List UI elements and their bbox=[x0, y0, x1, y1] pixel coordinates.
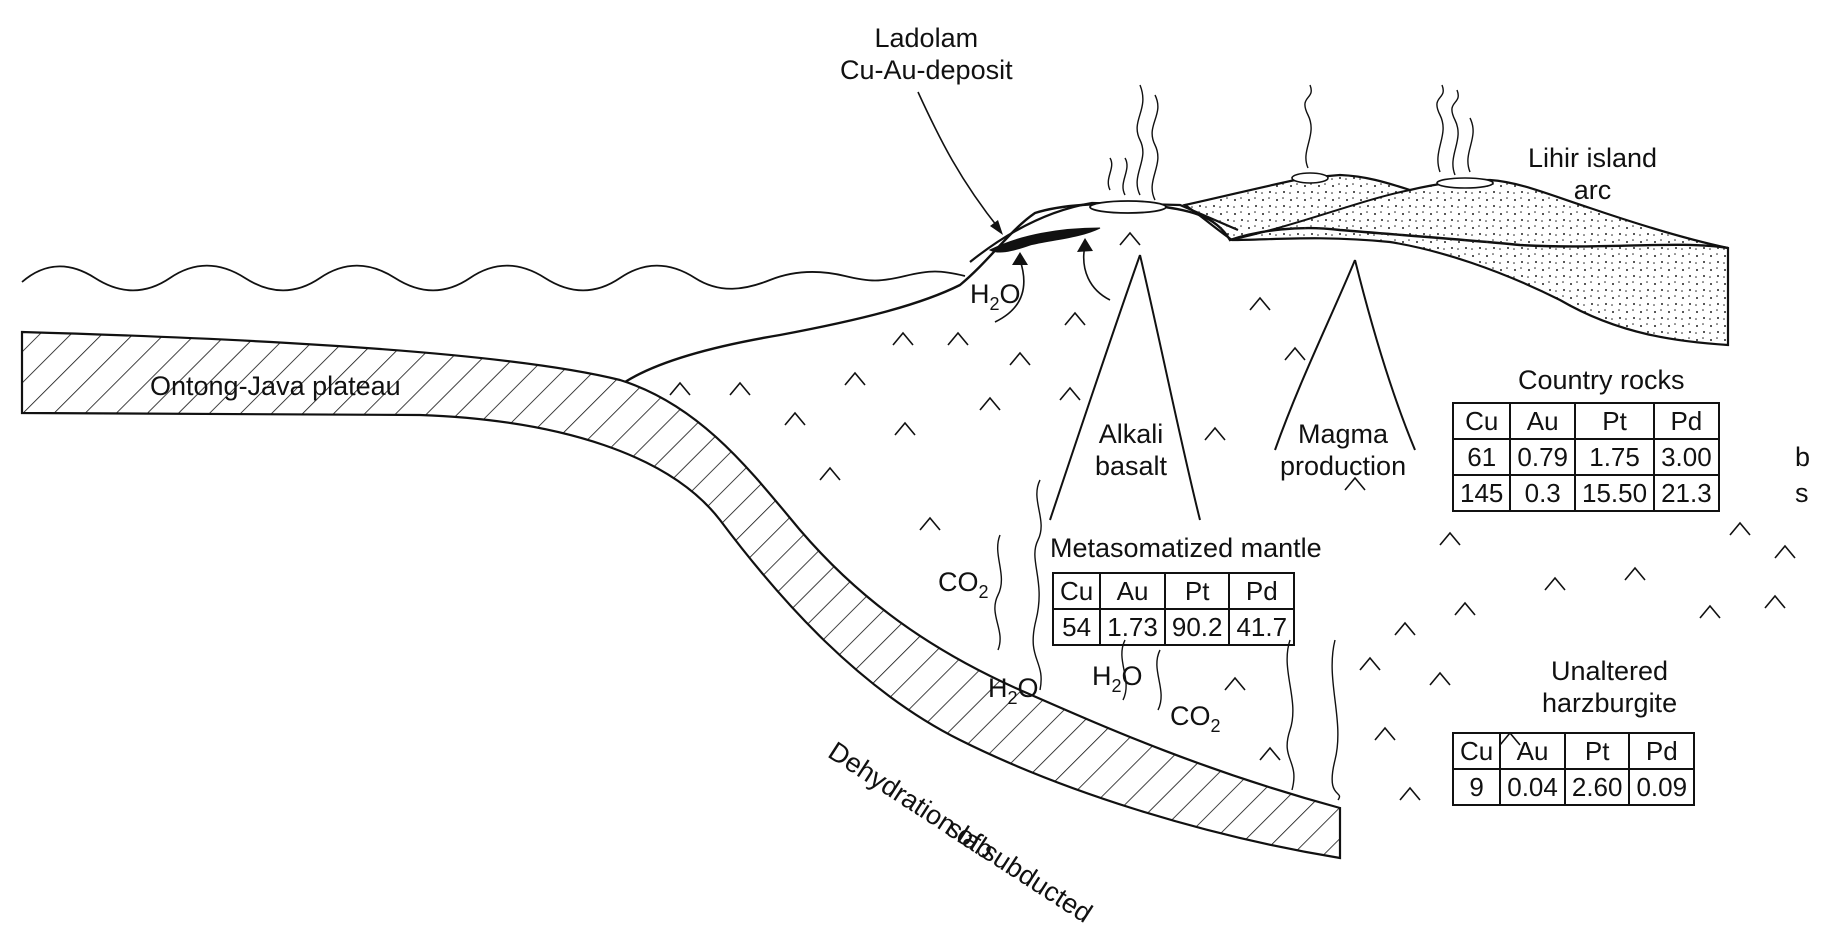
table-header-row: Cu Au Pt Pd bbox=[1451, 402, 1720, 440]
table-header-cell: Cu bbox=[1451, 402, 1512, 440]
table-cell: 0.79 bbox=[1509, 438, 1576, 476]
table-cell: 90.2 bbox=[1163, 608, 1231, 646]
arrowheads bbox=[990, 220, 1093, 265]
fluid-wisps bbox=[994, 479, 1341, 801]
label-metasomatized-mantle: Metasomatized mantle bbox=[1050, 533, 1322, 563]
table-cell: 9 bbox=[1451, 768, 1502, 806]
table-cell: 15.50 bbox=[1573, 474, 1656, 512]
table-cell: 3.00 bbox=[1653, 438, 1720, 476]
table-cell: 0.04 bbox=[1499, 768, 1566, 806]
table-header-cell: Pd bbox=[1228, 572, 1296, 610]
crater-middle bbox=[1291, 172, 1329, 184]
label-co2-slab: CO2 bbox=[938, 567, 989, 602]
table-header-cell: Pt bbox=[1163, 572, 1231, 610]
table-header-cell: Pt bbox=[1573, 402, 1656, 440]
label-alkali-basalt: Alkali basalt bbox=[1095, 419, 1168, 481]
table-cell: 1.73 bbox=[1099, 608, 1166, 646]
label-ladolam: Ladolam Cu-Au-deposit bbox=[840, 23, 1013, 85]
table-cell: 0.3 bbox=[1509, 474, 1576, 512]
table-header-cell: Pd bbox=[1653, 402, 1720, 440]
table-cell: 61 bbox=[1451, 438, 1512, 476]
label-ontong-java-plateau: Ontong-Java plateau bbox=[150, 371, 401, 401]
label-lihir-island-arc: Lihir island arc bbox=[1528, 143, 1658, 205]
table-cell: 1.75 bbox=[1573, 438, 1656, 476]
table-row: 145 0.3 15.50 21.3 bbox=[1451, 474, 1720, 512]
table-header-cell: Au bbox=[1499, 732, 1566, 770]
steam-wisps bbox=[1107, 84, 1474, 201]
table-header-row: Cu Au Pt Pd bbox=[1451, 732, 1696, 770]
sea-surface bbox=[21, 264, 966, 292]
table-header-cell: Au bbox=[1099, 572, 1166, 610]
table-cell: 2.60 bbox=[1563, 768, 1631, 806]
table-header-cell: Au bbox=[1509, 402, 1576, 440]
table-cell: 54 bbox=[1051, 608, 1102, 646]
crater-left bbox=[1089, 200, 1167, 214]
row-suffix-b: b bbox=[1795, 442, 1811, 472]
table-cell: 41.7 bbox=[1228, 608, 1296, 646]
table-row: 54 1.73 90.2 41.7 bbox=[1051, 608, 1296, 646]
crater-right bbox=[1436, 177, 1494, 189]
label-h2o-deposit: H2O bbox=[970, 279, 1021, 314]
label-magma-production: Magma production bbox=[1280, 419, 1407, 481]
table-header-cell: Cu bbox=[1051, 572, 1102, 610]
table-metasomatized-mantle: Cu Au Pt Pd 54 1.73 90.2 41.7 bbox=[1051, 572, 1296, 646]
table-header-row: Cu Au Pt Pd bbox=[1051, 572, 1296, 610]
label-co2-mantle: CO2 bbox=[1170, 701, 1221, 736]
table-row: 61 0.79 1.75 3.00 bbox=[1451, 438, 1720, 476]
row-suffix-s: s bbox=[1795, 478, 1809, 508]
table-cell: 145 bbox=[1451, 474, 1512, 512]
table-unaltered-harzburgite: Cu Au Pt Pd 9 0.04 2.60 0.09 bbox=[1451, 732, 1696, 806]
volcano-cone bbox=[969, 201, 1239, 263]
table-header-cell: Cu bbox=[1451, 732, 1502, 770]
label-h2o-mantle: H2O bbox=[1092, 661, 1143, 696]
table-row: 9 0.04 2.60 0.09 bbox=[1451, 768, 1696, 806]
geologic-cross-section bbox=[20, 84, 1796, 860]
table-header-cell: Pt bbox=[1563, 732, 1631, 770]
deposit-arrows bbox=[917, 91, 1111, 323]
ore-deposit bbox=[988, 227, 1101, 253]
table-cell: 0.09 bbox=[1628, 768, 1696, 806]
table-header-cell: Pd bbox=[1628, 732, 1696, 770]
table-country-rocks: Cu Au Pt Pd 61 0.79 1.75 3.00 145 0.3 15… bbox=[1451, 402, 1720, 512]
subducting-slab bbox=[20, 330, 1342, 860]
mantle-chevrons bbox=[669, 231, 1796, 801]
country-rock-volcanoes bbox=[1182, 173, 1730, 347]
table-cell: 21.3 bbox=[1653, 474, 1720, 512]
label-unaltered-harzburgite: Unaltered harzburgite bbox=[1542, 656, 1678, 718]
label-country-rocks: Country rocks bbox=[1518, 365, 1685, 395]
inner-ridge bbox=[1229, 189, 1411, 241]
magma-conduits bbox=[1049, 254, 1416, 521]
label-h2o-slab: H2O bbox=[988, 673, 1039, 708]
